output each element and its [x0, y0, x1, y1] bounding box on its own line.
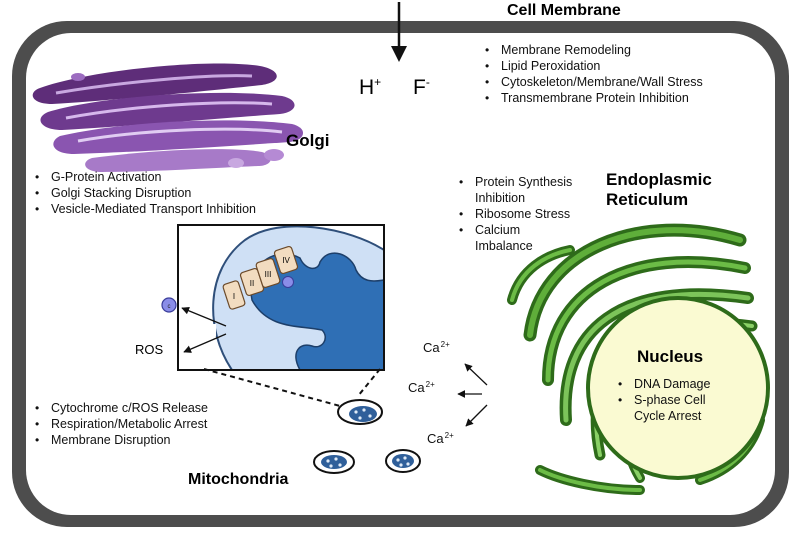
er-title-line1: Endoplasmic [606, 170, 712, 189]
mitochondria-effects-list: Cytochrome c/ROS Release Respiration/Met… [31, 400, 208, 448]
complex-label: IV [282, 256, 290, 265]
cytochrome-c-dot [282, 276, 294, 288]
calcium-label: Ca2+ [408, 380, 435, 395]
calcium-base: Ca [423, 340, 440, 355]
entry-arrow [391, 2, 407, 62]
calcium-charge: 2+ [440, 340, 450, 349]
cytochrome-c-label: c [168, 304, 171, 310]
complex-label: II [250, 279, 254, 288]
membrane-effects-list: Membrane Remodeling Lipid Peroxidation C… [481, 42, 703, 106]
calcium-label: Ca2+ [427, 431, 454, 446]
list-item: Ribosome Stress [455, 206, 572, 222]
calcium-base: Ca [427, 431, 444, 446]
mitochondrion-zoom: I II III IV [177, 224, 385, 371]
er-title-line2: Reticulum [606, 190, 689, 209]
list-line: Imbalance [475, 239, 533, 253]
cell-membrane-title: Cell Membrane [507, 2, 621, 19]
list-item: Membrane Remodeling [481, 42, 703, 58]
list-item: Cytoskeleton/Membrane/Wall Stress [481, 74, 703, 90]
list-line: Inhibition [475, 191, 526, 205]
er-title: Endoplasmic Reticulum [606, 170, 712, 210]
complex-label: I [233, 292, 235, 301]
nucleus-title: Nucleus [637, 347, 704, 366]
complex-label: III [265, 270, 272, 279]
list-line: Calcium [475, 223, 521, 237]
ros-label: ROS [135, 342, 164, 357]
f-ion-charge: - [425, 75, 430, 89]
f-ion-base: F [413, 76, 426, 99]
golgi-effects-list: G-Protein Activation Golgi Stacking Disr… [31, 169, 256, 217]
list-item: Transmembrane Protein Inhibition [481, 90, 703, 106]
small-mitochondria [313, 399, 421, 474]
electron-transport-complexes: I II III IV [222, 245, 299, 310]
calcium-arrows [457, 363, 488, 427]
list-line: Cycle Arrest [634, 409, 702, 423]
h-ion-label: H+ [359, 75, 381, 100]
f-ion-label: F- [413, 75, 430, 100]
list-item: G-Protein Activation [31, 169, 256, 185]
list-item: DNA Damage [614, 376, 710, 392]
calcium-charge: 2+ [444, 431, 454, 440]
golgi-title: Golgi [286, 131, 330, 150]
list-item: Vesicle-Mediated Transport Inhibition [31, 201, 256, 217]
calcium-base: Ca [408, 380, 425, 395]
golgi-apparatus [32, 63, 304, 172]
list-item: Golgi Stacking Disruption [31, 185, 256, 201]
list-line: S-phase Cell [634, 393, 706, 407]
list-line: DNA Damage [634, 377, 711, 391]
h-ion-charge: + [374, 75, 382, 89]
calcium-charge: 2+ [425, 380, 435, 389]
cytochrome-c-released [161, 297, 177, 313]
list-item: Lipid Peroxidation [481, 58, 703, 74]
list-line: Ribosome Stress [475, 207, 571, 221]
list-item: Membrane Disruption [31, 432, 208, 448]
list-item: Respiration/Metabolic Arrest [31, 416, 208, 432]
mitochondria-title: Mitochondria [188, 471, 289, 488]
calcium-label: Ca2+ [423, 340, 450, 355]
h-ion-base: H [359, 76, 375, 99]
list-item: Cytochrome c/ROS Release [31, 400, 208, 416]
list-line: Protein Synthesis [475, 175, 573, 189]
